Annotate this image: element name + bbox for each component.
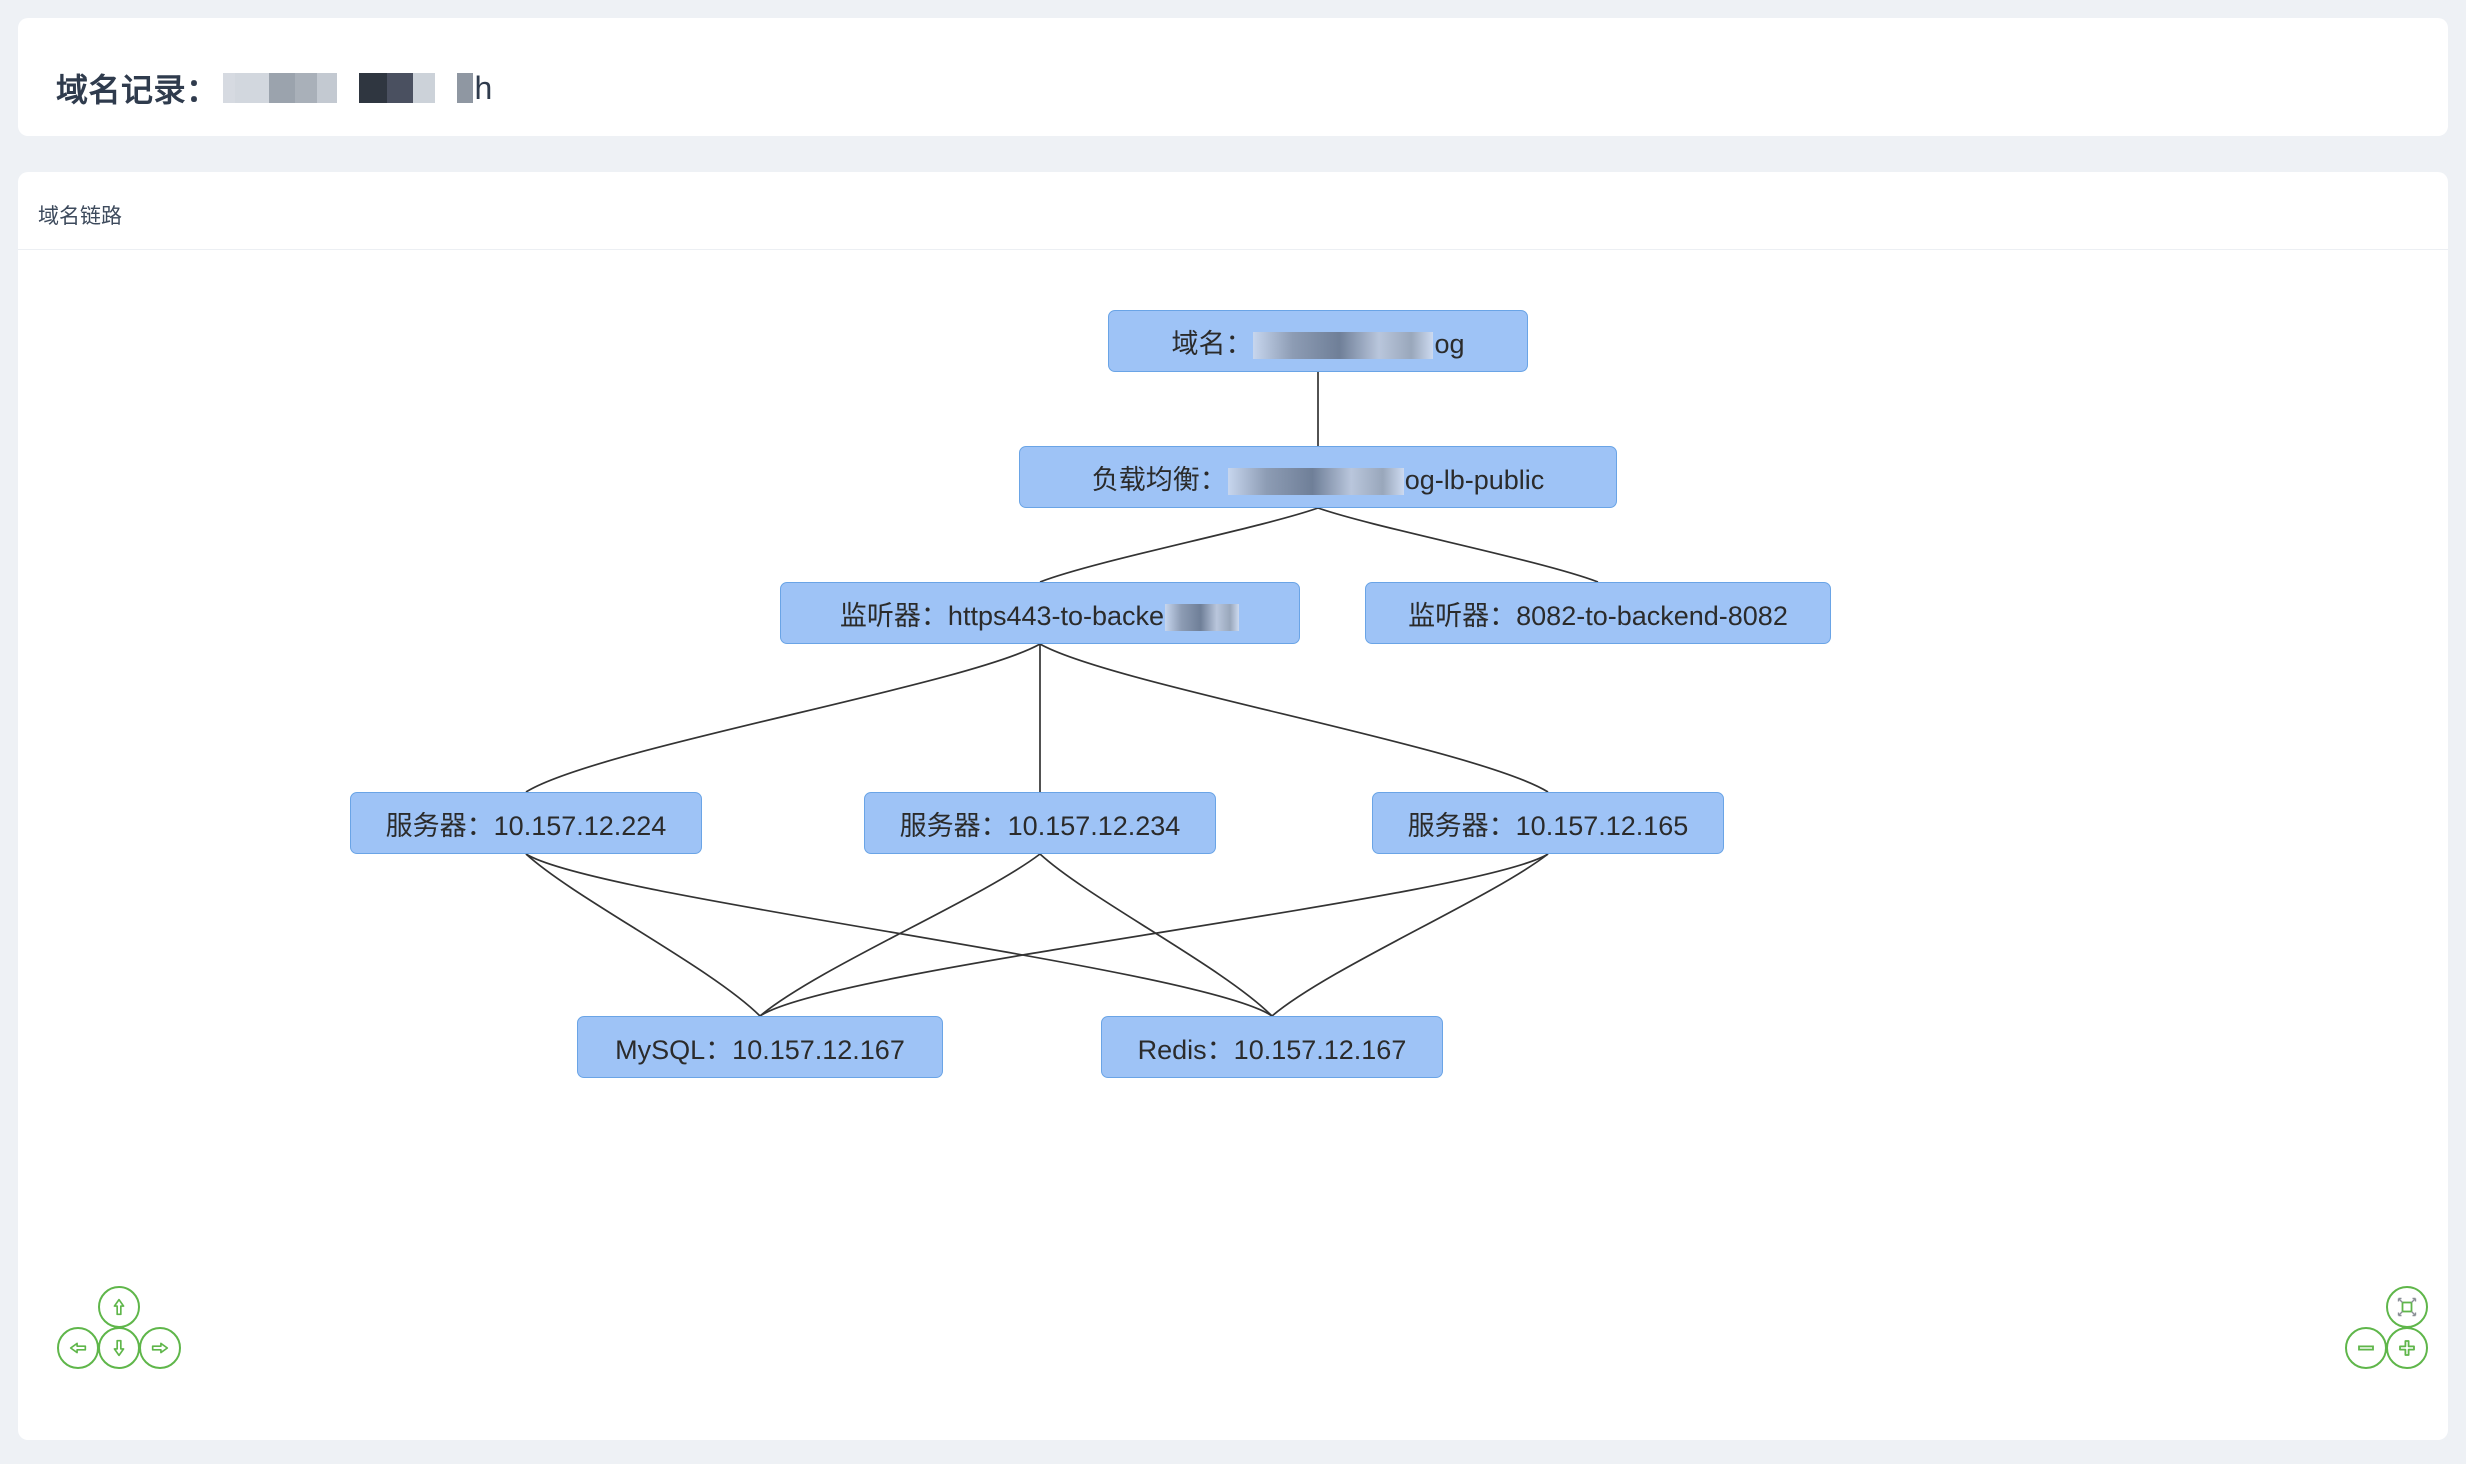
graph-edge-loadbalancer-to-listener-8082 (1317, 507, 1599, 583)
server-node-224-prefix: 服务器： (385, 810, 494, 841)
redis-node-value: 10.157.12.167 (1233, 1034, 1407, 1065)
mysql-node-value: 10.157.12.167 (732, 1034, 905, 1065)
graph-edge-server-224-to-redis (525, 853, 1273, 1017)
listener-node-https443[interactable]: 监听器：https443-to-backe (780, 582, 1300, 644)
mysql-node-label: MySQL：10.157.12.167 (615, 1028, 905, 1067)
graph-edge-server-165-to-mysql (759, 853, 1549, 1017)
page-title-label: 域名记录： (56, 72, 219, 108)
redaction-block-9 (434, 73, 457, 103)
header-card: 域名记录： h (18, 18, 2448, 136)
plus-circle-icon (2395, 1336, 2419, 1360)
redaction-block-8 (412, 73, 435, 103)
domain-node-redaction (1253, 331, 1434, 359)
redaction-block-10 (456, 73, 473, 103)
domain-node[interactable]: 域名： og (1108, 310, 1528, 372)
server-node-165-value: 10.157.12.165 (1515, 810, 1689, 841)
server-node-224[interactable]: 服务器：10.157.12.224 (350, 792, 702, 854)
domain-node-prefix: 域名： (1171, 328, 1253, 359)
listener-node-8082-prefix: 监听器： (1408, 600, 1517, 631)
loadbalancer-node-label: 负载均衡： og-lb-public (1091, 458, 1545, 497)
server-node-234[interactable]: 服务器：10.157.12.234 (864, 792, 1216, 854)
redaction-block-3 (294, 73, 317, 103)
graph-edge-listener-https443-to-server-165 (1039, 643, 1549, 793)
graph-edge-server-224-to-mysql (525, 853, 761, 1017)
fit-to-screen-button[interactable] (2386, 1286, 2428, 1328)
server-node-234-label: 服务器：10.157.12.234 (900, 804, 1181, 843)
loadbalancer-node-suffix: og-lb-public (1404, 464, 1545, 495)
minus-circle-icon (2354, 1336, 2378, 1360)
server-node-234-value: 10.157.12.234 (1007, 810, 1181, 841)
loadbalancer-node-redaction (1227, 467, 1404, 495)
listener-node-https443-value: https443-to-backe (947, 600, 1165, 631)
pan-down-button[interactable] (98, 1327, 140, 1369)
redaction-block-5 (336, 73, 359, 103)
listener-node-https443-prefix: 监听器： (839, 600, 948, 631)
card-header-title: 域名链路 (38, 205, 122, 228)
server-node-234-prefix: 服务器： (899, 810, 1008, 841)
pan-left-button[interactable] (57, 1327, 99, 1369)
graph-edge-loadbalancer-to-listener-https443 (1039, 507, 1319, 583)
server-node-165-label: 服务器：10.157.12.165 (1408, 804, 1689, 843)
pan-right-button[interactable] (139, 1327, 181, 1369)
graph-edge-server-234-to-mysql (759, 853, 1041, 1017)
arrow-down-icon (108, 1337, 130, 1359)
fit-screen-icon (2395, 1295, 2419, 1319)
arrow-right-icon (149, 1337, 171, 1359)
redis-node-prefix: Redis： (1137, 1034, 1234, 1065)
listener-node-https443-label: 监听器：https443-to-backe (840, 594, 1240, 633)
loadbalancer-node[interactable]: 负载均衡： og-lb-public (1019, 446, 1617, 508)
server-node-224-label: 服务器：10.157.12.224 (386, 804, 667, 843)
card-header: 域名链路 (18, 172, 2448, 250)
pan-up-button[interactable] (98, 1286, 140, 1328)
mysql-node-prefix: MySQL： (615, 1034, 733, 1065)
listener-node-https443-redaction (1165, 603, 1240, 631)
page-title-tail: h (474, 69, 493, 106)
redaction-block-6 (358, 73, 387, 103)
graph-edge-server-165-to-redis (1271, 853, 1549, 1017)
server-node-165-prefix: 服务器： (1407, 810, 1516, 841)
zoom-in-button[interactable] (2386, 1327, 2428, 1369)
loadbalancer-node-prefix: 负载均衡： (1091, 464, 1227, 495)
redaction-block-4 (316, 73, 337, 103)
redaction-block-1 (234, 73, 269, 103)
redaction-block-2 (268, 73, 295, 103)
arrow-up-icon (108, 1296, 130, 1318)
mysql-node[interactable]: MySQL：10.157.12.167 (577, 1016, 943, 1078)
arrow-left-icon (67, 1337, 89, 1359)
graph-edge-server-234-to-redis (1039, 853, 1273, 1017)
domain-node-suffix: og (1434, 328, 1465, 359)
page-title: 域名记录： h (56, 66, 492, 110)
server-node-224-value: 10.157.12.224 (493, 810, 667, 841)
graph-edge-listener-https443-to-server-224 (525, 643, 1041, 793)
redaction-block-7 (386, 73, 413, 103)
redaction-block-0 (222, 73, 235, 103)
listener-node-8082[interactable]: 监听器：8082-to-backend-8082 (1365, 582, 1831, 644)
redis-node[interactable]: Redis：10.157.12.167 (1101, 1016, 1443, 1078)
domain-node-label: 域名： og (1171, 322, 1465, 361)
server-node-165[interactable]: 服务器：10.157.12.165 (1372, 792, 1724, 854)
listener-node-8082-value: 8082-to-backend-8082 (1516, 600, 1788, 631)
listener-node-8082-label: 监听器：8082-to-backend-8082 (1408, 594, 1788, 633)
redacted-domain-value (222, 71, 473, 105)
redis-node-label: Redis：10.157.12.167 (1138, 1028, 1407, 1067)
zoom-out-button[interactable] (2345, 1327, 2387, 1369)
